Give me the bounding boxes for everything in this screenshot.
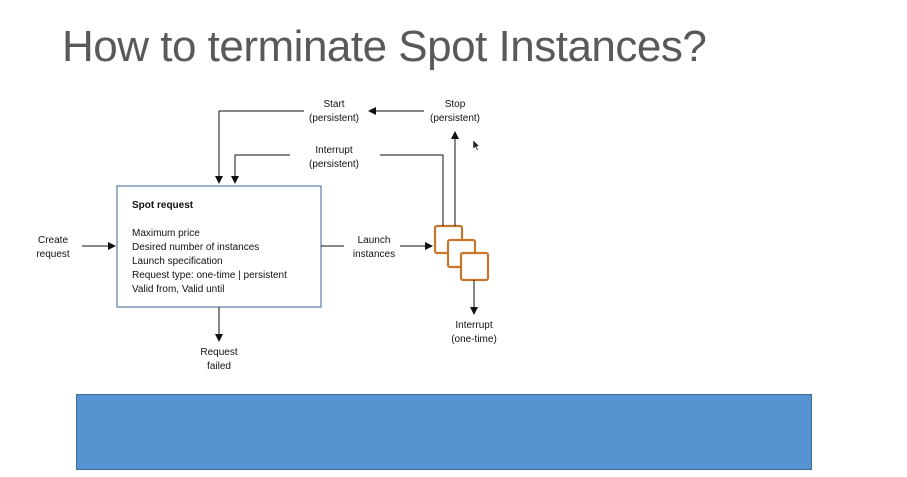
interrupt-persistent-arrow	[231, 154, 290, 184]
launch-instances-label: instances	[353, 249, 395, 260]
spot-request-line: Maximum price	[132, 228, 200, 239]
interrupt-persistent-line	[380, 154, 444, 226]
start-to-request-arrow	[215, 110, 304, 184]
request-failed-label: failed	[207, 361, 231, 372]
blue-banner	[76, 394, 812, 470]
spot-request-line: Valid from, Valid until	[132, 284, 224, 295]
interrupt-persistent-label: (persistent)	[309, 159, 359, 170]
spot-request-heading: Spot request	[132, 200, 194, 211]
interrupt-one-time-label: (one-time)	[451, 334, 497, 345]
interrupt-persistent-label: Interrupt	[315, 145, 352, 156]
create-request-label: request	[36, 249, 70, 260]
instance-icon	[459, 251, 490, 282]
stop-label: Stop	[445, 99, 466, 110]
create-request-label: Create	[38, 235, 68, 246]
launch-instances-label: Launch	[358, 235, 391, 246]
interrupt-one-time-label: Interrupt	[455, 320, 492, 331]
spot-request-line: Desired number of instances	[132, 242, 259, 253]
slide-title: How to terminate Spot Instances?	[62, 22, 707, 71]
start-label: Start	[323, 99, 344, 110]
request-failed-label: Request	[200, 347, 237, 358]
spot-request-line: Request type: one-time | persistent	[132, 270, 287, 281]
mouse-cursor-icon	[472, 139, 481, 151]
spot-request-box	[116, 185, 322, 308]
stop-label: (persistent)	[430, 113, 480, 124]
spot-request-line: Launch specification	[132, 256, 223, 267]
spot-lifecycle-diagram: Spot request Maximum price Desired numbe…	[36, 99, 497, 372]
start-label: (persistent)	[309, 113, 359, 124]
